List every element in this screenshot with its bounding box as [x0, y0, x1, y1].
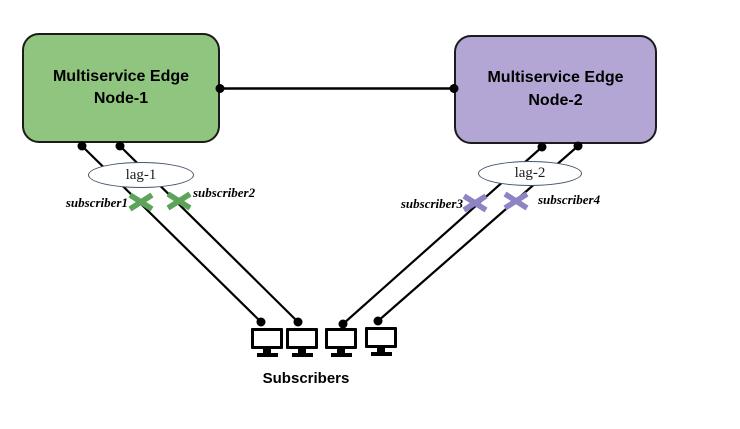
subscriber2-x-mark	[166, 191, 192, 211]
monitor-neck	[377, 348, 385, 352]
monitor-screen	[286, 328, 318, 349]
monitor-screen	[251, 328, 283, 349]
subscriber4-x-mark	[503, 191, 529, 211]
connection-dot	[256, 317, 266, 327]
monitor-neck	[263, 349, 271, 353]
subscriber-monitor-2	[286, 328, 318, 357]
subscriber2-label: subscriber2	[193, 185, 256, 200]
node1-label-line1: Multiservice Edge	[52, 67, 190, 85]
node1-label-line2: Node-1	[93, 90, 149, 107]
monitor-screen	[325, 328, 357, 349]
node-multiservice-edge-1: Multiservice Edge Node-1	[22, 33, 220, 143]
subscriber1-label: subscriber1	[65, 195, 128, 210]
monitor-base	[330, 353, 352, 357]
monitor-neck	[337, 349, 345, 353]
monitor-screen	[365, 327, 397, 348]
lag2-label: lag-2	[514, 165, 546, 181]
subscribers-caption: Subscribers	[262, 370, 350, 387]
connection-dot	[373, 316, 383, 326]
monitor-base	[291, 353, 313, 357]
subscriber1-x-mark	[128, 192, 154, 212]
connection-dot	[293, 317, 303, 327]
monitor-base	[256, 353, 278, 357]
subscriber3-label: subscriber3	[400, 196, 463, 211]
subscriber-monitor-1	[251, 328, 283, 357]
subscriber3-x-mark	[462, 193, 488, 213]
lag2-ellipse: lag-2	[478, 161, 582, 186]
node2-label-line2: Node-2	[528, 91, 583, 109]
lag1-ellipse: lag-1	[88, 162, 194, 188]
monitor-neck	[298, 349, 306, 353]
subscriber-monitor-4	[365, 327, 397, 356]
subscriber4-label: subscriber4	[538, 192, 601, 207]
node2-label: Multiservice Edge Node-2	[487, 67, 623, 111]
node2-label-line1: Multiservice Edge	[487, 69, 624, 87]
monitor-base	[370, 352, 392, 356]
node-multiservice-edge-2: Multiservice Edge Node-2	[454, 35, 657, 144]
subscriber-monitor-3	[325, 328, 357, 357]
lag1-label: lag-1	[125, 166, 157, 183]
node1-label: Multiservice Edge Node-1	[53, 66, 189, 110]
